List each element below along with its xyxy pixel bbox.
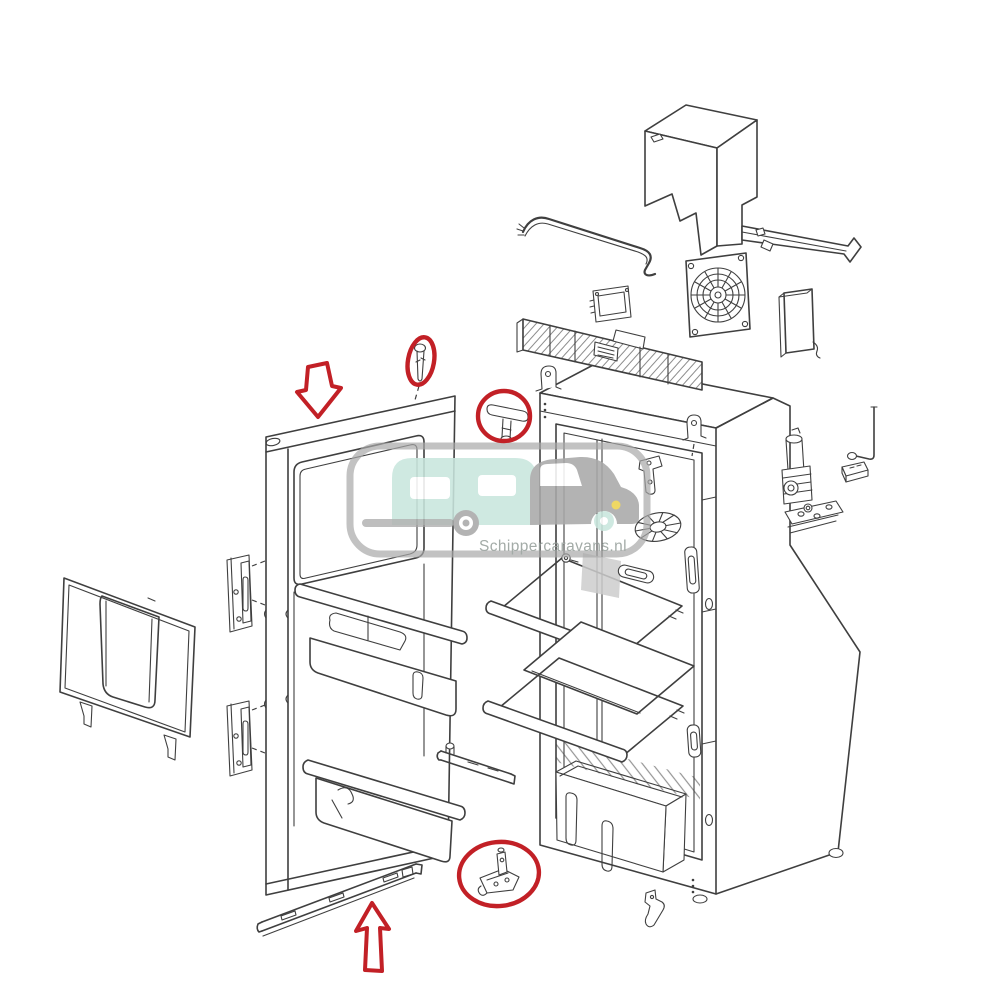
watermark-caravan — [392, 458, 537, 525]
annotation-circle-tpin — [475, 388, 533, 444]
drip-tray — [523, 621, 695, 715]
annotation-arrow-up — [354, 901, 391, 973]
control-board — [589, 285, 632, 323]
hinge-plate-upper — [226, 554, 266, 633]
junction-box — [778, 288, 821, 359]
interior-floor-shelf — [556, 740, 700, 800]
cabinet-foot — [692, 894, 708, 904]
annotation-ellipse-pin — [405, 335, 437, 387]
cooling-fan — [685, 252, 751, 338]
watermark-text: Schippercaravans.nl — [479, 538, 627, 555]
hinge-plate-lower — [226, 700, 266, 777]
connector-block — [841, 461, 869, 483]
upper-door-bin — [294, 583, 468, 717]
bottom-hinge-bracket — [477, 847, 520, 896]
flue-cover — [644, 104, 862, 263]
bottom-trim-rail — [256, 863, 423, 937]
burner-assembly — [781, 427, 844, 534]
top-hinge-lug-right — [682, 414, 707, 457]
gas-pipe — [846, 406, 878, 461]
vent-door-panel — [59, 577, 196, 761]
hinge-pin-top — [413, 343, 427, 401]
watermark: Schippercaravans.nl — [346, 442, 651, 558]
door-bottom-rail — [436, 742, 516, 785]
watermark-border — [346, 442, 651, 558]
wire-harness — [516, 216, 657, 277]
cabinet-bottom-bracket — [644, 889, 665, 928]
handle-slot-trim — [617, 564, 655, 584]
evaporator-plate — [581, 553, 621, 598]
vent-grille-bar — [516, 318, 703, 391]
wire-shelf-lower — [482, 657, 685, 763]
top-hinge-lug-left — [535, 365, 562, 392]
annotation-arrow-down — [295, 361, 343, 419]
door-handle-slot — [412, 671, 424, 700]
annotations — [295, 335, 542, 973]
annotation-ellipse-bracket — [456, 839, 542, 909]
lower-door-bin — [302, 759, 466, 863]
watermark-headlight — [611, 500, 621, 510]
